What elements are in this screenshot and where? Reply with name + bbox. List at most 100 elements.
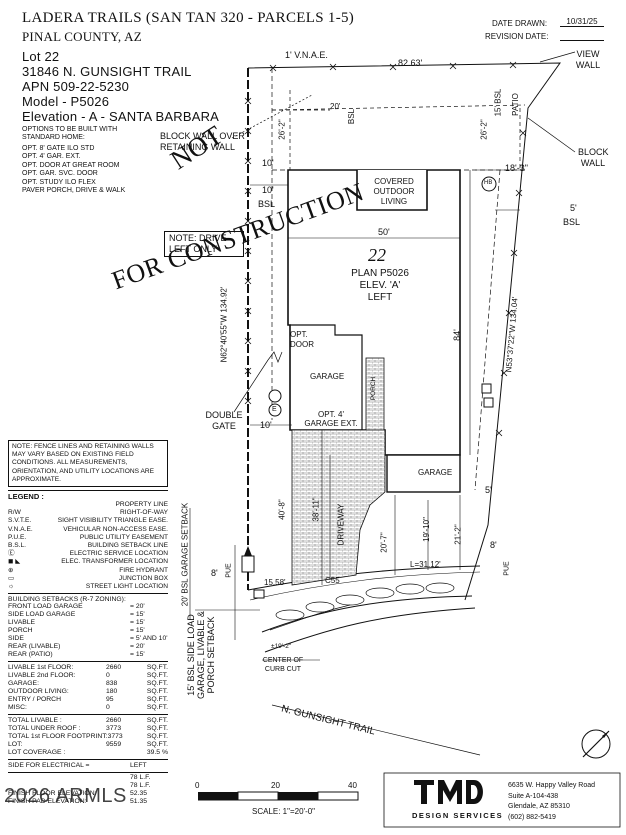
side-garage: [386, 454, 461, 493]
option-item: OPT. DOOR AT GREAT ROOM: [22, 161, 120, 169]
field-note: NOTE: FENCE LINES AND RETAINING WALLS MA…: [8, 440, 168, 488]
legend-item: B.S.L.BUILDING SETBACK LINE: [8, 542, 168, 550]
plan-label: PLAN P5026 ELEV. 'A' LEFT: [350, 268, 410, 304]
option-item: PAVER PORCH, DRIVE & WALK: [22, 187, 126, 195]
garage-setback-label: 20' BSL GARAGE SETBACK: [180, 502, 190, 607]
dim-8-left: 8': [211, 568, 218, 578]
scale-tick: 40: [348, 781, 357, 790]
area-row: LOT COVERAGE :39.5 %: [8, 749, 168, 757]
scale-tick: 20: [271, 781, 280, 790]
transformer-icon: [244, 546, 252, 556]
legend-item: PROPERTY LINE: [115, 501, 168, 509]
ac-unit-icon: [483, 397, 494, 408]
vnae-label: 1' V.N.A.E.: [285, 50, 328, 60]
scale-tick: 0: [195, 781, 200, 790]
curb-dim: ±19'-2": [271, 643, 292, 650]
setback-row: SIDE= 5' AND 10': [8, 635, 168, 643]
legend-item: V.N.A.E.VEHICULAR NON-ACCESS EASE.: [8, 525, 168, 533]
curve-length: L=31.12': [410, 560, 441, 569]
legend-title: LEGEND :: [8, 490, 168, 501]
dim-26-2-right: 26'-2": [479, 119, 489, 140]
model: Model - P5026: [22, 94, 110, 109]
front-property-line: [247, 565, 481, 591]
setbacks-title: BUILDING SETBACKS (R-7 ZONING):: [8, 596, 126, 604]
info-panel: NOTE: FENCE LINES AND RETAINING WALLS MA…: [8, 440, 168, 806]
setback-row: REAR (PATIO)= 15': [8, 651, 145, 659]
pue-left: PUE: [225, 563, 233, 578]
curb-center-label: CENTER OF CURB CUT: [262, 657, 304, 673]
date-drawn-value: 10/31/25: [560, 17, 604, 27]
hose-bib-icon: [481, 176, 497, 192]
bsl-right: BSL: [563, 217, 581, 227]
hose-bib-icon: [268, 389, 282, 403]
garage-ext-label: OPT. 4' GARAGE EXT.: [304, 410, 358, 428]
side-setback-label: 15' BSL SIDE LOAD GARAGE, LIVABLE & PORC…: [186, 611, 216, 699]
plan-handing: LEFT: [367, 292, 393, 303]
option-item: OPT. 8' GATE ILO STD: [22, 145, 95, 152]
scale-label: SCALE: 1"=20'-0": [252, 807, 316, 816]
curve-left: 15.58': [264, 578, 286, 587]
hb-label: HB: [484, 180, 493, 186]
phone: (602) 882-5419: [508, 813, 556, 821]
fence-x-marks: [244, 61, 527, 437]
patio-label: PATIO: [510, 93, 520, 116]
double-gate-label: DOUBLE GATE: [205, 410, 243, 431]
options-title: OPTIONS TO BE BUILT WITH STANDARD HOME:: [22, 126, 118, 142]
address: 31846 N. GUNSIGHT TRAIL: [22, 64, 192, 79]
legend-item: S.V.T.E.SIGHT VISIBILITY TRIANGLE EASE.: [8, 517, 168, 525]
dim-40-8: 40'-8": [277, 499, 287, 520]
legend-item: ▭JUNCTION BOX: [8, 574, 168, 582]
dim-19-10: 19'-10": [421, 517, 431, 542]
bsl-left: BSL: [258, 199, 276, 209]
address-line: Glendale, AZ 85310: [508, 803, 570, 810]
option-item: OPT. STUDY ILO FLEX: [22, 178, 96, 186]
dim-10-mid: 10': [262, 185, 274, 195]
north-arrow-icon: [581, 729, 611, 759]
plan-elevation: ELEV. 'A': [359, 280, 401, 291]
scale-bar: [198, 791, 359, 801]
dim-8-right: 8': [490, 540, 497, 550]
rear-bsl-label: BSL: [347, 108, 357, 125]
dim-18-3: 18'-3": [505, 163, 528, 173]
dim-20-7: 20'-7": [379, 532, 389, 553]
plan-name: PLAN P5026: [351, 268, 409, 279]
electric-service-icon: [268, 403, 282, 417]
project-title: LADERA TRAILS (SAN TAN 320 - PARCELS 1-5…: [22, 10, 355, 26]
legend-item: P.U.E.PUBLIC UTILITY EASEMENT: [8, 533, 168, 541]
top-dimension: 82.63': [398, 58, 423, 68]
company-name: DESIGN SERVICES: [412, 811, 504, 820]
opt-door-label: OPT. DOOR: [290, 330, 314, 349]
porch-label: PORCH: [370, 376, 378, 401]
left-bearing: N62°40'55"W 134.92': [219, 286, 229, 363]
setback-row: REAR (LIVABLE)= 20': [8, 643, 145, 651]
option-item: OPT. 4' GAR. EXT.: [22, 153, 81, 161]
legend-item: ◼ ◣ELEC. TRANSFORMER LOCATION: [8, 558, 168, 566]
elev-row: FINISH FLOOR ELEVATION:52.35: [8, 790, 148, 798]
option-item: OPT. GAR. SVC. DOOR: [22, 170, 98, 178]
legend-item: ⊕FIRE HYDRANT: [8, 566, 168, 574]
county: PINAL COUNTY, AZ: [22, 29, 142, 44]
armls-watermark: 2026 ARMLS: [4, 785, 127, 807]
dim-38-11: 38'-11": [311, 497, 321, 522]
block-wall-label: BLOCK WALL: [578, 147, 609, 168]
dim-50: 50': [378, 227, 390, 237]
property-line: [247, 62, 561, 601]
elev-row: 78 L.F.: [130, 774, 151, 782]
date-drawn-label: DATE DRAWN:: [492, 19, 548, 28]
setbacks-list: FRONT LOAD GARAGE= 20' SIDE LOAD GARAGE=…: [8, 603, 168, 663]
setback-row: PORCH= 15': [8, 627, 145, 635]
revision-value: [560, 31, 604, 41]
dim-10-gate: 10': [260, 420, 272, 430]
revision-label: REVISION DATE:: [485, 32, 549, 41]
electrical-row: SIDE FOR ELECTRICAL =LEFT: [8, 760, 168, 774]
